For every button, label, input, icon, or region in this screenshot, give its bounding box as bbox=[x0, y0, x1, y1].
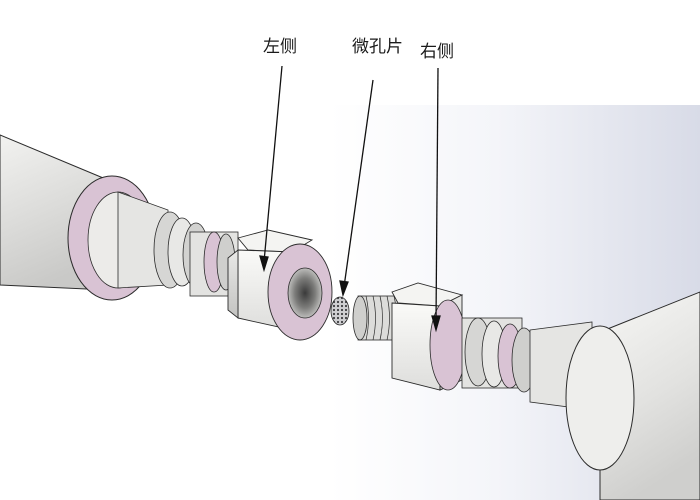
right-thread-tip bbox=[352, 295, 368, 341]
micro-disc-arrowhead bbox=[339, 280, 349, 298]
right-side-arrowhead bbox=[431, 315, 441, 333]
micro-disc bbox=[330, 296, 350, 326]
right-nut-pink-face bbox=[429, 299, 467, 391]
right-side-label: 右侧 bbox=[420, 42, 454, 62]
right-side-arrow bbox=[435, 67, 439, 323]
micro-disc-label: 微孔片 bbox=[352, 37, 403, 57]
left-nut-bore bbox=[287, 267, 323, 319]
right-tube-end-face bbox=[565, 325, 635, 471]
left-side-label: 左侧 bbox=[263, 37, 297, 57]
micro-disc-arrow bbox=[343, 79, 374, 288]
left-nut-side bbox=[227, 249, 239, 319]
callout-arrows bbox=[259, 65, 441, 333]
left-side-arrowhead bbox=[259, 255, 269, 273]
left-side-arrow bbox=[263, 65, 283, 263]
